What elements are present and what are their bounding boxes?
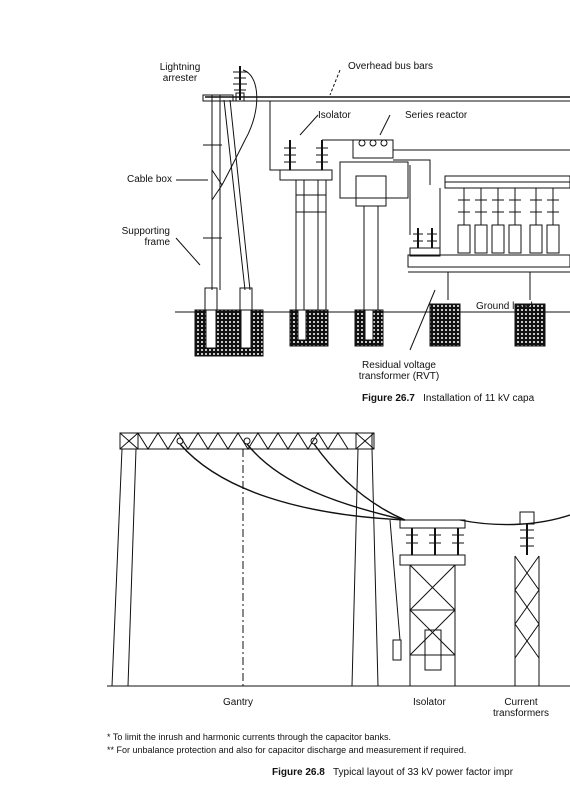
- figure-26-8-title: Typical layout of 33 kV power factor imp…: [332, 767, 514, 778]
- label-isolator-33kv: Isolator: [413, 697, 446, 708]
- label-overhead-bus-bars: Overhead bus bars: [348, 61, 434, 72]
- current-transformer: [514, 511, 540, 686]
- lightning-arrester: [233, 66, 247, 102]
- capacitor-bank: [407, 175, 570, 300]
- label-isolator-11kv: Isolator: [318, 110, 351, 121]
- label-cable-box: Cable box: [126, 174, 172, 185]
- label-gantry: Gantry: [223, 697, 254, 708]
- label-ground-level: Ground level: [476, 301, 533, 312]
- figure-26-8-caption: Figure 26.8 Typical layout of 33 kV powe…: [272, 767, 513, 778]
- label-lightning-arrester: Lightning arrester: [159, 62, 201, 84]
- footnote-1: * To limit the inrush and harmonic curre…: [107, 732, 391, 742]
- label-current-transformers: Current transformers: [492, 697, 550, 719]
- residual-voltage-transformer: [409, 228, 441, 351]
- figure-26-8-number: Figure 26.8: [272, 767, 325, 778]
- label-rvt: Residual voltage transformer (RVT): [358, 360, 440, 382]
- gantry: [111, 432, 379, 687]
- figure-26-7-title: Installation of 11 kV capa: [423, 393, 535, 404]
- series-reactor: [339, 139, 409, 311]
- label-supporting-frame: Supporting frame: [121, 226, 170, 248]
- isolator-33kv: [399, 519, 466, 686]
- supporting-frame: [202, 94, 253, 314]
- label-series-reactor: Series reactor: [405, 110, 468, 121]
- isolator-11kv: [279, 140, 333, 311]
- figure-26-7-number: Figure 26.7: [362, 393, 415, 404]
- figure-26-7-caption: Figure 26.7 Installation of 11 kV capa: [362, 393, 534, 404]
- footnote-2: ** For unbalance protection and also for…: [107, 745, 467, 755]
